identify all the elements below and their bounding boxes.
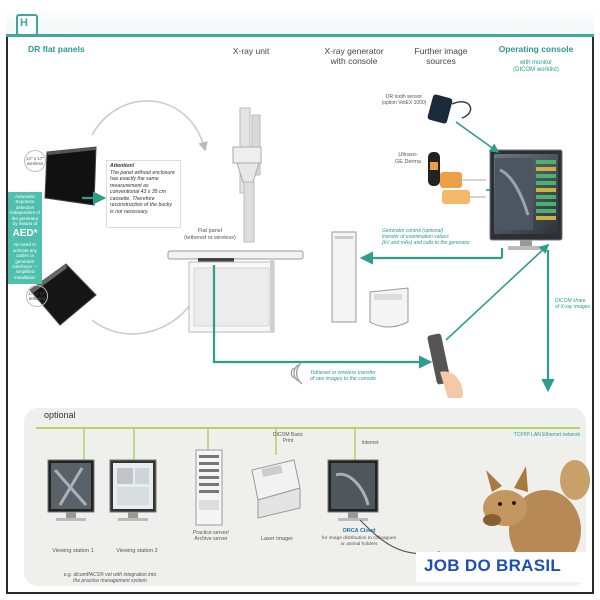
wireless-transfer-note: Tethered or wireless transfer of raw ima… xyxy=(310,370,377,383)
practice-server-label: Practice server/ Archive server xyxy=(192,530,230,543)
internet-label: Internet xyxy=(361,440,379,446)
attention-text: The panel without enclosure has exactly … xyxy=(110,169,175,215)
dr-panel-14x17 xyxy=(44,146,97,206)
panel-17x17-label: 17" x 17" tethered xyxy=(26,285,48,307)
app-logo-icon[interactable]: H xyxy=(16,14,38,36)
handset-to-console-line xyxy=(445,243,550,341)
aed-callout: Automatic Exposure detection independent… xyxy=(8,192,42,284)
operating-console-subtitle: with monitor (DICOM worklist) xyxy=(513,60,559,74)
network-label: TCP/IP LAN Ethernet network xyxy=(513,432,580,438)
operating-console-title: Operating console xyxy=(498,44,574,54)
dicompacs-note: e.g. dicomPACS® vet with integration int… xyxy=(63,572,157,584)
aed-top-text: Automatic Exposure detection independent… xyxy=(10,194,40,226)
viewing-station-1-graphic xyxy=(47,459,95,521)
aed-big-text: AED* xyxy=(12,228,38,240)
operating-console-graphic xyxy=(489,149,563,250)
dr-flat-panels-title: DR flat panels xyxy=(28,44,85,54)
ultrasonic-device-graphic xyxy=(428,152,486,204)
dog-photo-graphic xyxy=(483,460,590,570)
viewing-station-1-label: Viewing station 1 xyxy=(52,548,94,554)
dicom-print-label: DICOM Basic Print xyxy=(272,432,304,444)
curve-arrow-bottom xyxy=(91,273,208,335)
ultrasonic-label: Ultraso- GE Derma xyxy=(395,152,421,165)
laser-imager-graphic xyxy=(251,459,301,519)
xray-generator-title: X-ray generator with console xyxy=(324,46,384,67)
watermark-text: JOB DO BRASIL xyxy=(424,556,562,575)
dicom-share-note: DICOM share of X-ray images xyxy=(555,298,591,310)
generator-control-note: Generator control (optional) transfer of… xyxy=(382,228,471,246)
wireless-icon xyxy=(290,361,303,385)
viewing-station-2-label: Viewing station 2 xyxy=(116,548,158,554)
orca-title: ORCA Cloud xyxy=(342,528,376,534)
further-sources-title: Further image sources xyxy=(414,46,468,67)
dr-tooth-sensor-label: DR tooth sensor (option VetEX 1000) xyxy=(381,94,427,106)
orca-subtitle: for image distribution to colleagues or … xyxy=(321,536,397,547)
tooth-sensor-to-console-line xyxy=(455,121,500,153)
panel-to-handset-line xyxy=(212,265,433,369)
practice-server-graphic xyxy=(195,449,223,526)
dr-tooth-sensor-graphic xyxy=(427,94,472,124)
laser-imager-label: Laser imager xyxy=(260,536,294,542)
header-bar xyxy=(6,6,594,37)
attention-note: Attention! The panel without enclosure h… xyxy=(106,160,181,228)
orca-monitor-graphic xyxy=(327,459,379,521)
watermark-box: JOB DO BRASIL xyxy=(416,552,590,582)
viewing-station-2-graphic xyxy=(109,459,157,521)
handset-graphic xyxy=(427,333,463,398)
attention-title: Attention! xyxy=(110,163,135,169)
panel-14x17-label: 14" x 17" wireless xyxy=(24,150,46,172)
xray-generator-graphic xyxy=(331,231,409,328)
aed-bottom-text: No need to activate any cables or genera… xyxy=(12,242,38,280)
optional-label: optional xyxy=(44,410,76,420)
flat-panel-label: Flat panel (tethered or wireless) xyxy=(184,228,236,241)
curve-arrow-top xyxy=(91,100,208,152)
xray-unit-graphic xyxy=(167,107,304,333)
xray-unit-title: X-ray unit xyxy=(232,46,270,56)
